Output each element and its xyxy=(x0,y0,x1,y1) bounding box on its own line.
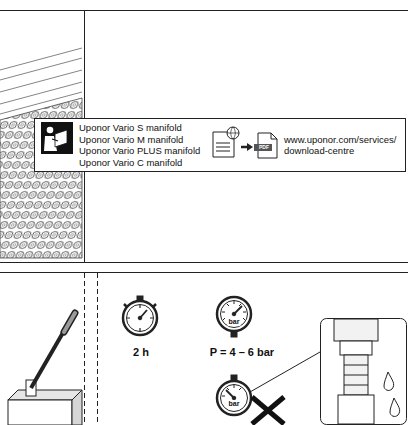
gauge-unit: bar xyxy=(228,318,241,326)
leak-detail xyxy=(321,319,407,425)
hand-pump xyxy=(8,313,82,425)
manifold-name: Uponor Vario S manifold xyxy=(79,122,182,133)
test-duration: 2 h xyxy=(132,346,150,358)
dashed-divider xyxy=(85,273,98,425)
icon-label: PDF xyxy=(258,145,270,151)
gauge-unit: bar xyxy=(228,400,241,408)
manifold-name: Uponor Vario M manifold xyxy=(79,134,183,145)
download-url: www.uponor.com/services/ download-centre xyxy=(284,134,396,156)
read-manual-icon xyxy=(41,122,73,154)
pdf-icon xyxy=(254,133,277,158)
wrong-gauge-icon xyxy=(217,352,320,424)
pressure-gauge-icon xyxy=(217,297,251,337)
arrow-icon xyxy=(241,143,253,151)
frame-lines xyxy=(0,10,408,273)
online-document-icon xyxy=(213,127,239,157)
manifold-illustration xyxy=(0,48,82,258)
manifold-name: Uponor Vario PLUS manifold xyxy=(79,145,200,156)
stopwatch-icon xyxy=(123,296,157,335)
manifold-name: Uponor Vario C manifold xyxy=(79,157,182,168)
test-pressure: P = 4 – 6 bar xyxy=(209,346,275,358)
callout-box: Uponor Vario S manifoldUponor Vario M ma… xyxy=(34,118,406,172)
